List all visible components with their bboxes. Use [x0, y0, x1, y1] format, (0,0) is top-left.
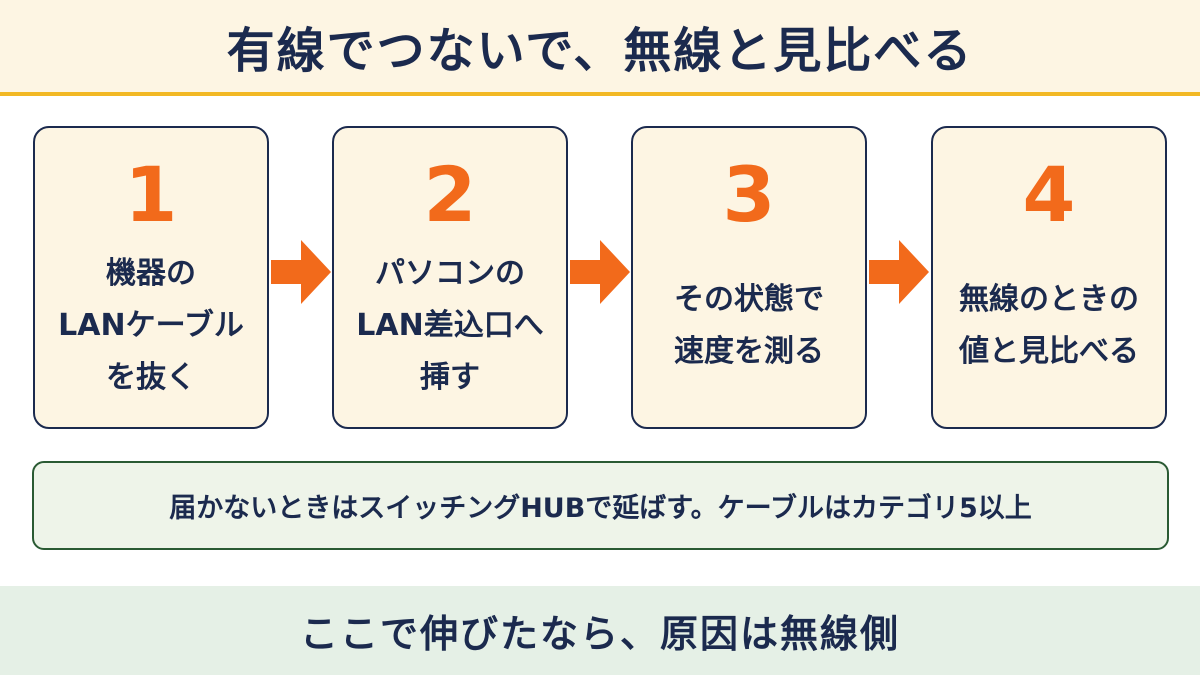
- step-line: LAN差込口へ: [356, 307, 544, 343]
- arrow-right-icon: [570, 240, 630, 304]
- footer-text: ここで伸びたなら、原因は無線側: [299, 612, 900, 656]
- step-line: を抜く: [106, 359, 196, 395]
- arrow-right-icon: [869, 240, 929, 304]
- footer-banner: ここで伸びたなら、原因は無線側: [0, 586, 1200, 675]
- header-banner: 有線でつないで、無線と見比べる: [0, 0, 1200, 96]
- step-card-2: 2 パソコンの LAN差込口へ 挿す: [332, 126, 568, 429]
- note-box: 届かないときはスイッチングHUBで延ばす。ケーブルはカテゴリ5以上: [32, 461, 1169, 550]
- step-text: 無線のときの 値と見比べる: [933, 246, 1165, 405]
- step-line: 無線のときの: [959, 281, 1139, 317]
- step-line: 挿す: [420, 359, 480, 395]
- step-line: パソコンの: [375, 255, 525, 291]
- note-text: 届かないときはスイッチングHUBで延ばす。ケーブルはカテゴリ5以上: [169, 493, 1032, 524]
- step-number: 3: [722, 150, 776, 239]
- step-line: その状態で: [674, 281, 824, 317]
- step-text: パソコンの LAN差込口へ 挿す: [334, 246, 566, 405]
- step-number: 2: [423, 150, 477, 239]
- step-line: 値と見比べる: [959, 333, 1139, 369]
- arrow-right-icon: [271, 240, 331, 304]
- step-text: 機器の LANケーブル を抜く: [35, 246, 267, 405]
- step-card-4: 4 無線のときの 値と見比べる: [931, 126, 1167, 429]
- step-line: 速度を測る: [674, 333, 824, 369]
- step-card-1: 1 機器の LANケーブル を抜く: [33, 126, 269, 429]
- step-text: その状態で 速度を測る: [633, 246, 865, 405]
- step-number: 4: [1022, 150, 1076, 239]
- step-line: 機器の: [106, 255, 196, 291]
- page-title: 有線でつないで、無線と見比べる: [226, 23, 974, 79]
- step-line: LANケーブル: [58, 307, 244, 343]
- step-number: 1: [124, 150, 178, 239]
- step-card-3: 3 その状態で 速度を測る: [631, 126, 867, 429]
